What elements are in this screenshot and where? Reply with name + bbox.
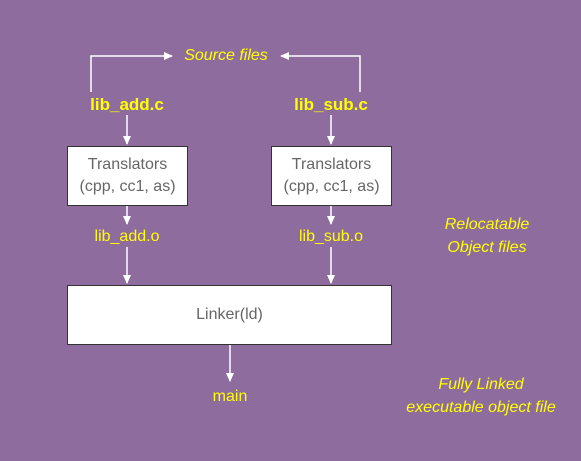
executable-note-line2: executable object file [406, 399, 556, 416]
source-lib-sub-c: lib_sub.c [294, 95, 368, 114]
executable-note: Fully Linked executable object file [406, 373, 555, 419]
relocatable-note-line2: Object files [447, 239, 527, 256]
translator-box-lib-add: Translators (cpp, cc1, as) [67, 146, 188, 206]
object-lib-add-o: lib_add.o [94, 228, 160, 245]
relocatable-note-line1: Relocatable [444, 216, 530, 233]
output-main-label: main [212, 388, 248, 405]
executable-note-line1: Fully Linked [438, 376, 524, 393]
translator-box-lib-sub: Translators (cpp, cc1, as) [271, 146, 392, 206]
translator-tools: (cpp, cc1, as) [283, 178, 380, 195]
source-lib-add-c: lib_add.c [90, 95, 164, 114]
translator-tools: (cpp, cc1, as) [79, 178, 176, 195]
source-files-label: Source files [184, 47, 268, 64]
linker-label: Linker(ld) [196, 306, 263, 323]
linker-box: Linker(ld) [67, 285, 392, 345]
arrow-lib-sub-to-source-files [280, 52, 361, 92]
relocatable-note: Relocatable Object files [445, 213, 530, 259]
object-lib-sub-o: lib_sub.o [298, 228, 364, 245]
translator-title: Translators [87, 156, 168, 173]
translator-title: Translators [291, 156, 372, 173]
arrow-lib-add-to-source-files [90, 52, 173, 92]
